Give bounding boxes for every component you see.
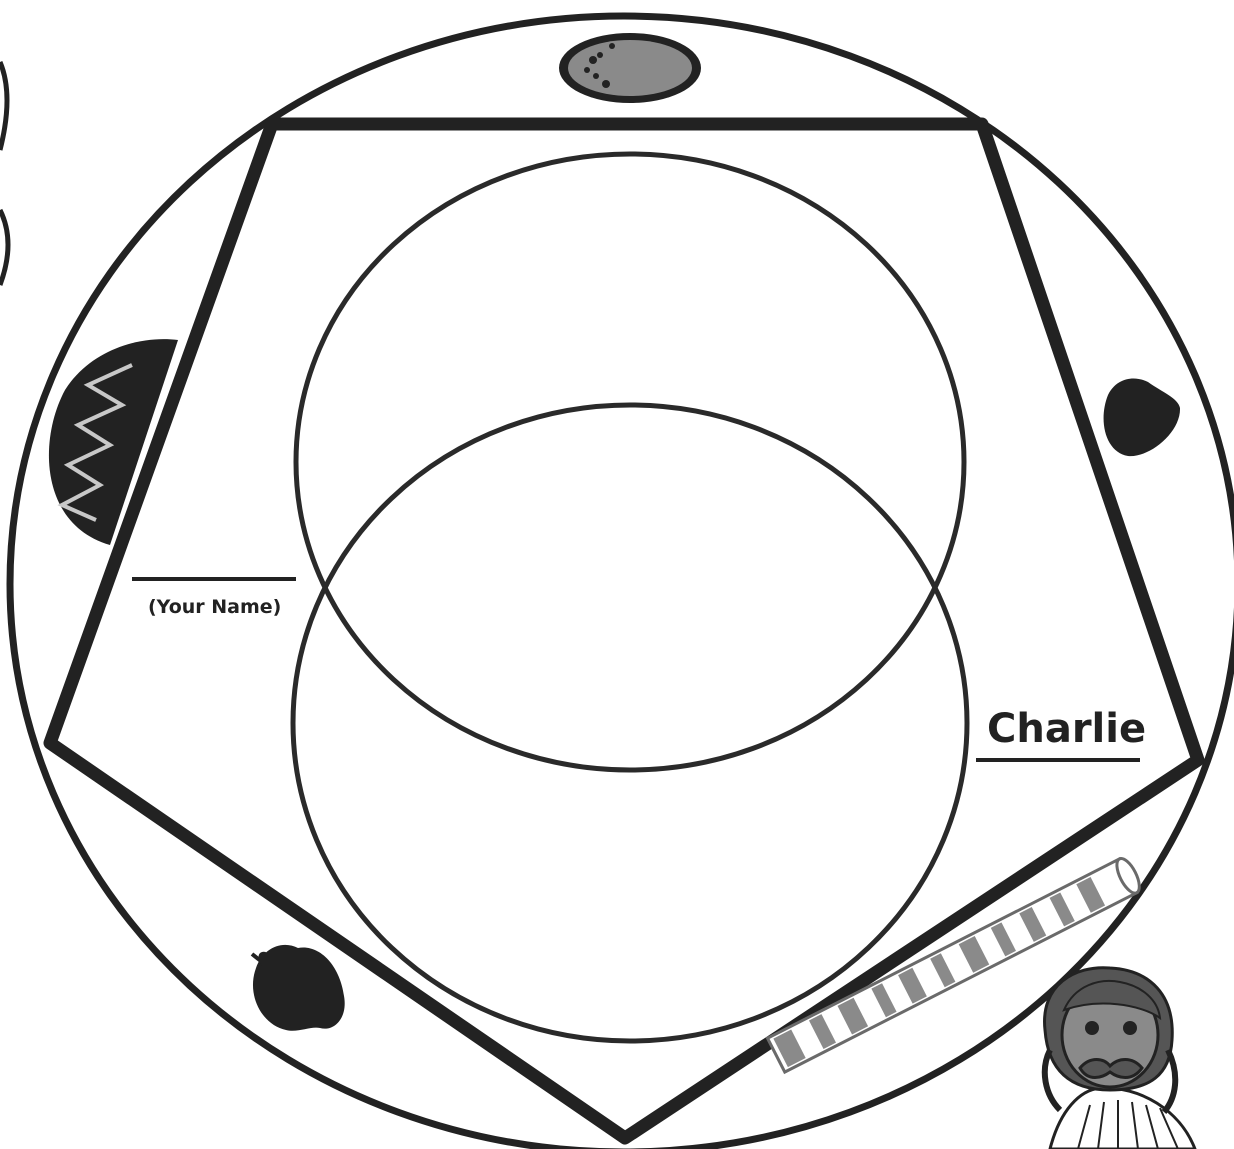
girl-character-icon bbox=[1045, 968, 1195, 1149]
cookie-icon bbox=[559, 33, 701, 103]
venn-circle-top bbox=[296, 154, 964, 770]
binder-marks bbox=[0, 62, 8, 285]
pentagon-frame bbox=[50, 124, 1198, 1138]
your-name-field[interactable]: (Your Name) bbox=[132, 579, 296, 618]
your-name-label: (Your Name) bbox=[148, 596, 281, 618]
venn-circle-bottom bbox=[293, 405, 967, 1041]
candy-drop-icon bbox=[1104, 378, 1180, 456]
apple-icon bbox=[252, 945, 345, 1031]
charlie-name-field: Charlie bbox=[976, 706, 1146, 760]
charlie-label: Charlie bbox=[987, 706, 1146, 752]
outer-circle bbox=[10, 16, 1234, 1149]
